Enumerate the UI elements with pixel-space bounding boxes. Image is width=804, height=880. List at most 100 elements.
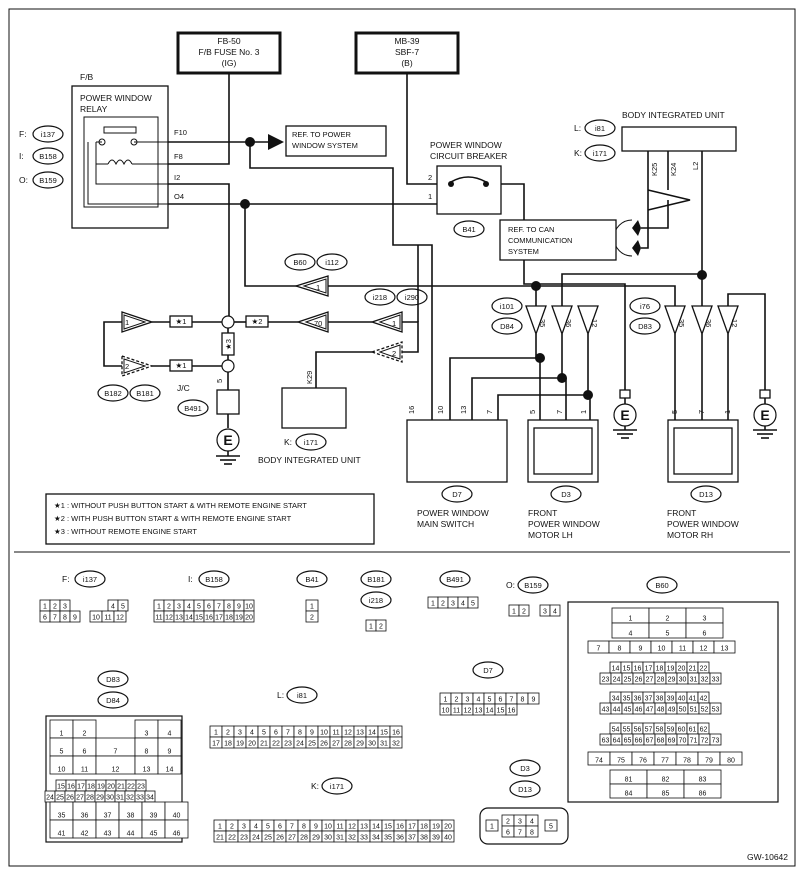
b60-pin-num: 33	[712, 677, 720, 684]
conn-b491-label: B491	[446, 575, 464, 584]
b60-pin	[713, 640, 736, 654]
svg-text:2: 2	[392, 349, 396, 358]
svg-text:F:: F:	[19, 129, 27, 139]
conn-i81-label: i81	[297, 691, 307, 700]
d7-pin-num: 2	[455, 697, 459, 704]
b60-pin-num: 24	[613, 677, 621, 684]
d7-pin	[527, 692, 540, 705]
i171-pin-num: 10	[324, 824, 332, 831]
b60-pin-num: 13	[721, 646, 729, 653]
conn-d83-oval	[97, 670, 129, 688]
svg-text:16: 16	[407, 406, 416, 414]
i137-pin-num: 12	[116, 615, 124, 622]
d84-pin-num: 37	[104, 813, 112, 820]
svg-text:35: 35	[677, 319, 686, 327]
d7-pin-num: 8	[521, 697, 525, 704]
conn-i171-prefix: K:	[311, 781, 319, 791]
d84-pin	[157, 755, 182, 775]
i171-pin-num: 37	[408, 835, 416, 842]
power-window-relay: F/B POWER WINDOW RELAY F10 F8 I2 O4	[71, 72, 187, 229]
b41-pin-num: 1	[310, 604, 314, 611]
svg-text:MOTOR RH: MOTOR RH	[667, 530, 713, 540]
svg-text:RELAY: RELAY	[80, 104, 108, 114]
b158-pin-num: 17	[215, 615, 223, 622]
i171-pin-num: 19	[432, 824, 440, 831]
b60-pin-num: 65	[624, 738, 632, 745]
i171-pin-num: 31	[336, 835, 344, 842]
power-window-main-switch: 16 10 13 7 D7 POWER WINDOW MAIN SWITCH	[406, 406, 508, 529]
b60-pin-num: 81	[625, 777, 633, 784]
b158-pin-num: 15	[195, 615, 203, 622]
b158-pin-num: 9	[237, 604, 241, 611]
b60-pin-num: 6	[703, 631, 707, 638]
b60-pin-num: 45	[624, 707, 632, 714]
b60-pin-num: 49	[668, 707, 676, 714]
b491-pin-num: 3	[451, 601, 455, 608]
d13-pin-num: 2	[506, 819, 510, 826]
b60-pin-num: 15	[623, 666, 631, 673]
b60-pin	[683, 783, 722, 799]
d84-pin-num: 23	[137, 784, 145, 791]
b60-pin-num: 54	[612, 727, 620, 734]
wire-f8	[168, 142, 230, 165]
svg-text:1: 1	[125, 318, 129, 327]
svg-text:36: 36	[564, 319, 573, 327]
svg-text:36: 36	[704, 319, 713, 327]
b41-pin-num: 2	[310, 615, 314, 622]
i137-pin-num: 8	[63, 615, 67, 622]
svg-text:J/C: J/C	[177, 383, 190, 393]
b159-pin-num: 1	[512, 609, 516, 616]
svg-text:FB-50: FB-50	[217, 36, 240, 46]
i171-pin-num: 38	[420, 835, 428, 842]
svg-text:13: 13	[459, 406, 468, 414]
svg-text:5: 5	[215, 379, 224, 383]
b60-pin-num: 35	[623, 696, 631, 703]
b60-pin-num: 23	[602, 677, 610, 684]
b60-pin-num: 68	[657, 738, 665, 745]
b60-pin-num: 44	[613, 707, 621, 714]
svg-text:REF. TO POWER: REF. TO POWER	[292, 130, 351, 139]
conn-d3-label: D3	[520, 764, 530, 773]
conn-i81-oval	[286, 686, 318, 704]
b60-pin-num: 17	[645, 666, 653, 673]
b159-pin-num: 4	[553, 609, 557, 616]
svg-text:★1 : WITHOUT PUSH BUTTON START: ★1 : WITHOUT PUSH BUTTON START & WITH RE…	[54, 501, 307, 510]
conn-b60-label: B60	[655, 581, 668, 590]
i171-pin-num: 35	[384, 835, 392, 842]
i171-pin-num: 23	[240, 835, 248, 842]
svg-text:K25: K25	[650, 163, 659, 176]
conn-i171-oval	[321, 777, 353, 795]
b158-pin-num: 1	[157, 604, 161, 611]
i137-pin-num: 3	[63, 604, 67, 611]
conn-b491-oval	[439, 570, 471, 588]
i171-pin-num: 33	[360, 835, 368, 842]
i171-pin-num: 20	[444, 824, 452, 831]
i171-pin-num: 1	[218, 824, 222, 831]
b60-pin-num: 71	[690, 738, 698, 745]
conn-d83-label: D83	[106, 675, 120, 684]
d7-pin-num: 16	[508, 708, 516, 715]
b60-pin-num: 29	[668, 677, 676, 684]
i171-pin-num: 21	[216, 835, 224, 842]
i171-pin	[441, 830, 455, 843]
b158-pin-num: 11	[155, 615, 162, 622]
b60-pin-num: 28	[657, 677, 665, 684]
b60-pin-num: 60	[678, 727, 686, 734]
b60-pin-num: 20	[678, 666, 686, 673]
i81-pin-num: 17	[212, 741, 220, 748]
biu-top: BODY INTEGRATED UNIT L: i81 K: i171 K25 …	[574, 110, 737, 176]
b60-pin-num: 40	[678, 696, 686, 703]
svg-text:i137: i137	[41, 130, 55, 139]
conn-d13-label: D13	[518, 785, 532, 794]
d84-pin-num: 20	[107, 784, 115, 791]
d13-pin-num: 8	[530, 830, 534, 837]
front-power-window-motor-lh: 5 7 1 D3 FRONT POWER WINDOW MOTOR LH	[527, 410, 600, 540]
conn-i218-label: i218	[369, 596, 383, 605]
i137-pin-num: 5	[121, 604, 125, 611]
d84-pin-num: 21	[117, 784, 125, 791]
i171-pin-num: 29	[312, 835, 320, 842]
d84-pin-num: 25	[56, 795, 64, 802]
i171-pin-num: 6	[278, 824, 282, 831]
i137-pin-num: 11	[104, 615, 111, 622]
